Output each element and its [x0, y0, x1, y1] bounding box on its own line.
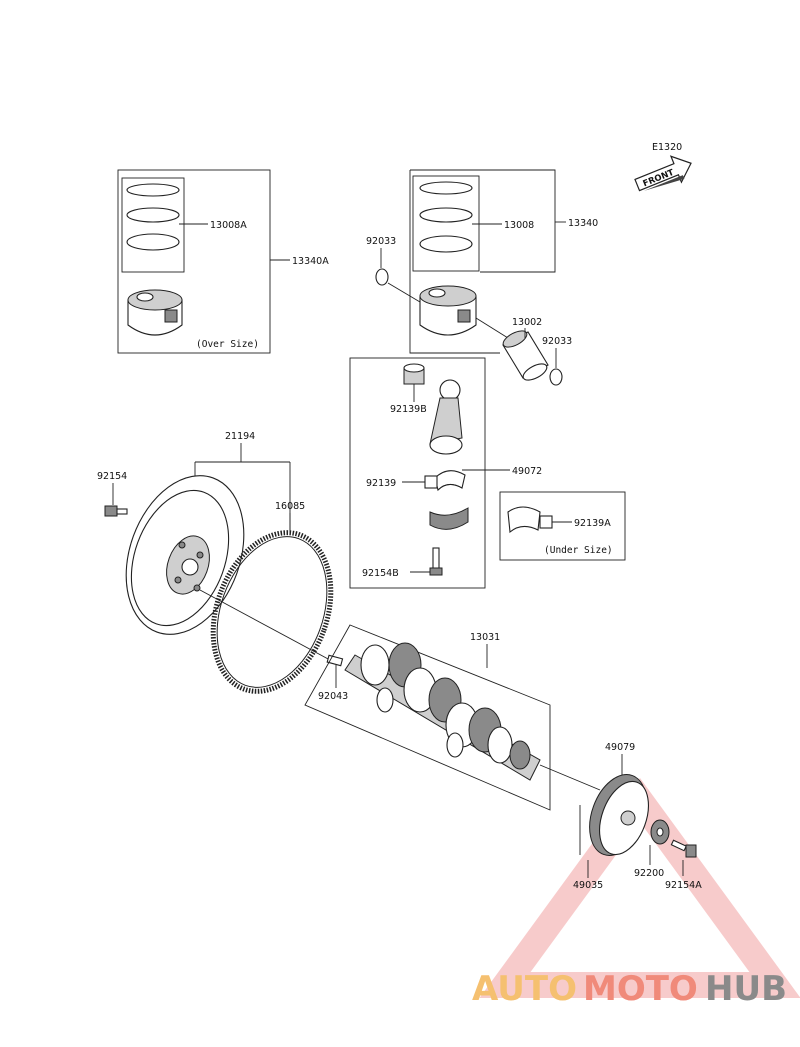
- label-13340: 13340: [568, 218, 598, 229]
- bearing-undersize-icon: [507, 506, 553, 534]
- watermark-triangle: [479, 777, 800, 998]
- over-size-note: (Over Size): [196, 339, 259, 350]
- label-92139B: 92139B: [390, 404, 427, 415]
- pulley-bolt-icon: [670, 839, 697, 858]
- piston-standard-group: 13008 13340 92033 13002 92033: [366, 169, 598, 386]
- piston-icon: [419, 285, 477, 336]
- watermark-logo: AUTO MOTO HUB: [472, 969, 787, 1009]
- circlip-right-icon: [549, 368, 563, 386]
- watermark-auto: AUTO: [472, 969, 577, 1009]
- washer-icon: [650, 819, 670, 845]
- label-92154A: 92154A: [665, 880, 702, 891]
- undersize-bearing-group: 92139A (Under Size): [499, 491, 626, 561]
- diagram-code: E1320: [652, 142, 682, 153]
- label-49035: 49035: [573, 880, 603, 891]
- flywheel-group: 21194 92154 16085: [97, 431, 334, 694]
- under-size-note: (Under Size): [544, 545, 613, 556]
- circlip-left-icon: [375, 268, 389, 286]
- front-arrow-icon: FRONT: [634, 155, 692, 192]
- label-13008A: 13008A: [210, 220, 247, 231]
- label-92033-left: 92033: [366, 236, 396, 247]
- label-49072: 49072: [512, 466, 542, 477]
- piston-pin-icon: [502, 330, 549, 381]
- watermark-moto: MOTO: [583, 969, 698, 1009]
- damper-pulley-icon: [589, 774, 649, 856]
- flywheel-icon: [125, 475, 245, 635]
- rod-bolt-icon: [429, 547, 443, 576]
- dowel-pin-icon: [326, 654, 344, 667]
- flywheel-bolt-icon: [104, 505, 128, 517]
- label-13008: 13008: [504, 220, 534, 231]
- label-92154B: 92154B: [362, 568, 399, 579]
- pulley-group: 49079 49035 92200 92154A: [573, 742, 702, 891]
- piston-oversize-icon: [127, 289, 183, 336]
- con-rod-icon: [429, 379, 463, 455]
- con-rod-group: 92139B 49072 92139 92154B: [349, 357, 542, 589]
- crankshaft-group: 13031: [304, 624, 601, 811]
- ring-set-oversize-icon: [126, 183, 180, 251]
- crankshaft-icon: [344, 642, 541, 781]
- watermark-hub: HUB: [705, 969, 787, 1009]
- label-92139A: 92139A: [574, 518, 611, 529]
- label-92033-right: 92033: [542, 336, 572, 347]
- ring-gear-icon: [210, 530, 334, 694]
- label-92043: 92043: [318, 691, 348, 702]
- label-13340A: 13340A: [292, 256, 329, 267]
- label-13031: 13031: [470, 632, 500, 643]
- label-49079: 49079: [605, 742, 635, 753]
- ring-set-icon: [419, 181, 473, 253]
- bearing-upper-icon: [434, 470, 466, 492]
- label-13002: 13002: [512, 317, 542, 328]
- piston-oversize-group: 13008A 13340A (Over Size): [117, 169, 329, 354]
- label-16085: 16085: [275, 501, 305, 512]
- bearing-lower-icon: [429, 507, 469, 530]
- label-92200: 92200: [634, 868, 664, 879]
- label-92139: 92139: [366, 478, 396, 489]
- label-21194: 21194: [225, 431, 255, 442]
- small-end-bushing-icon: [403, 363, 425, 385]
- label-92154: 92154: [97, 471, 127, 482]
